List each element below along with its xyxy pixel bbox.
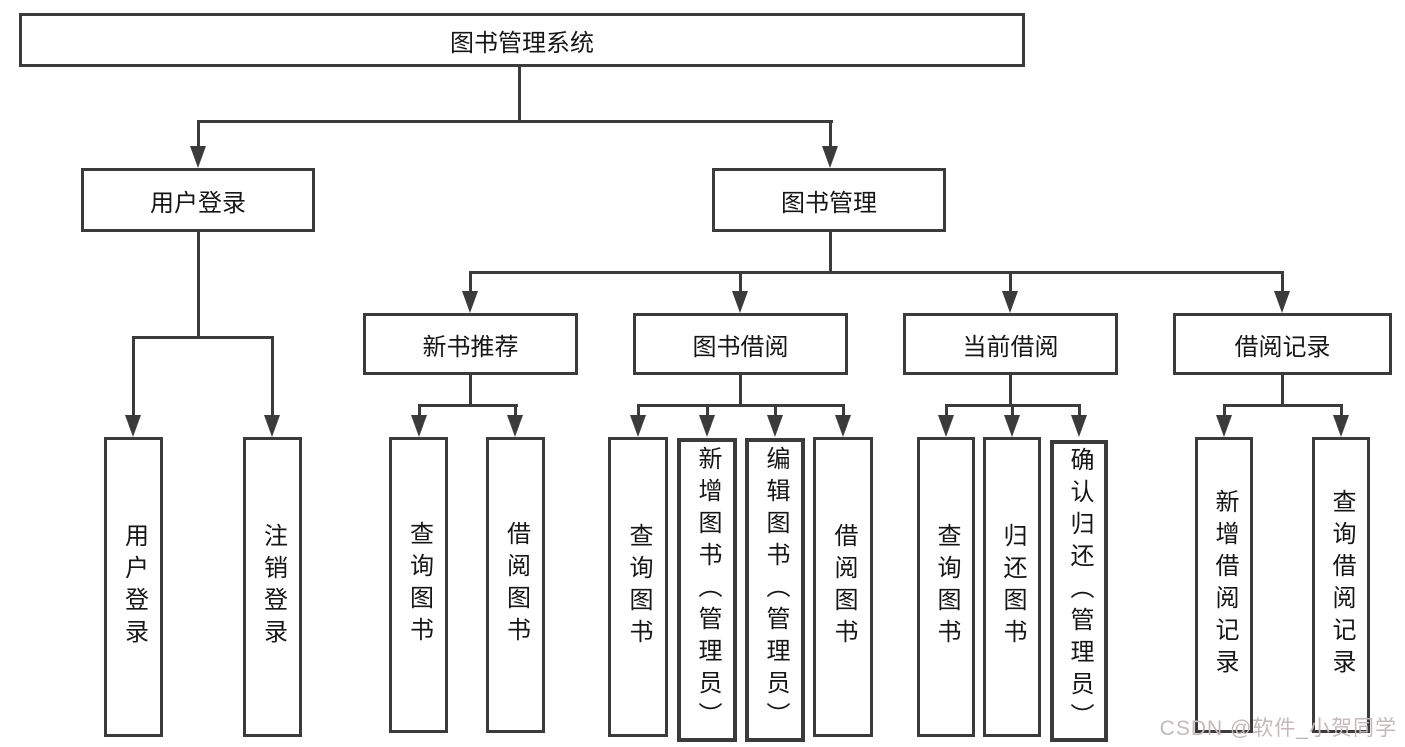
node-borrow-records-label: 借阅记录 <box>1234 333 1331 361</box>
node-root-label: 图书管理系统 <box>450 29 594 57</box>
leaf-query-borrow-record: 查询借阅记录 <box>1312 437 1370 733</box>
line-segment <box>418 404 421 417</box>
leaf-return-book: 归还图书 <box>983 437 1041 737</box>
line-segment <box>197 232 200 339</box>
line-segment <box>1223 404 1226 417</box>
line-segment <box>132 336 274 339</box>
arrowhead-down-icon <box>1071 415 1087 437</box>
line-segment <box>514 404 517 417</box>
line-segment <box>1281 375 1284 407</box>
line-segment <box>1009 271 1012 293</box>
node-user-login: 用户登录 <box>81 168 315 232</box>
leaf-return-book-label: 归还图书 <box>999 523 1026 651</box>
line-segment <box>637 404 640 417</box>
node-book-borrow: 图书借阅 <box>633 313 848 375</box>
arrowhead-down-icon <box>699 415 715 437</box>
line-segment <box>1078 404 1081 417</box>
arrowhead-down-icon <box>190 146 206 168</box>
line-segment <box>469 375 472 407</box>
line-segment <box>945 404 948 417</box>
leaf-query-books-recommend: 查询图书 <box>389 437 448 733</box>
line-segment <box>1011 404 1014 417</box>
csdn-watermark: CSDN @软件_小贺同学 <box>1159 717 1397 740</box>
leaf-borrow-books-recommend-label: 借阅图书 <box>502 521 530 649</box>
arrowhead-down-icon <box>462 291 478 313</box>
leaf-query-books-borrow-label: 查询图书 <box>625 523 652 651</box>
node-new-book-recommend-label: 新书推荐 <box>422 333 519 361</box>
line-segment <box>418 404 518 407</box>
arrowhead-down-icon <box>1333 415 1349 437</box>
arrowhead-down-icon <box>264 415 280 437</box>
arrowhead-down-icon <box>125 415 141 437</box>
leaf-add-book-admin-label: 新增图书（管理员） <box>694 446 721 734</box>
line-segment <box>774 404 777 417</box>
leaf-query-books-current: 查询图书 <box>917 437 975 737</box>
line-segment <box>1281 271 1284 293</box>
arrowhead-down-icon <box>630 415 646 437</box>
leaf-logout-label: 注销登录 <box>259 523 287 651</box>
arrowhead-down-icon <box>767 415 783 437</box>
arrowhead-down-icon <box>1216 415 1232 437</box>
line-segment <box>1223 404 1343 407</box>
node-user-login-label: 用户登录 <box>150 189 246 217</box>
leaf-edit-book-admin: 编辑图书（管理员） <box>745 438 805 742</box>
arrowhead-down-icon <box>732 291 748 313</box>
node-current-borrow-label: 当前借阅 <box>962 333 1059 361</box>
leaf-add-borrow-record-label: 新增借阅记录 <box>1211 489 1238 681</box>
leaf-add-book-admin: 新增图书（管理员） <box>677 438 737 742</box>
line-segment <box>518 67 521 123</box>
line-segment <box>842 404 845 417</box>
line-segment <box>829 120 832 148</box>
arrowhead-down-icon <box>507 415 523 437</box>
node-current-borrow: 当前借阅 <box>903 313 1118 375</box>
arrowhead-down-icon <box>411 415 427 437</box>
line-segment <box>739 375 742 407</box>
leaf-borrow-books-label: 借阅图书 <box>830 523 857 651</box>
node-borrow-records: 借阅记录 <box>1173 313 1392 375</box>
leaf-confirm-return-admin-label: 确认归还（管理员） <box>1066 447 1093 735</box>
arrowhead-down-icon <box>822 146 838 168</box>
line-segment <box>469 271 472 293</box>
leaf-user-login-label: 用户登录 <box>120 523 148 651</box>
node-book-management-label: 图书管理 <box>781 189 877 217</box>
arrowhead-down-icon <box>1002 291 1018 313</box>
line-segment <box>829 232 832 274</box>
leaf-query-books-borrow: 查询图书 <box>608 437 668 737</box>
leaf-query-borrow-record-label: 查询借阅记录 <box>1328 489 1355 681</box>
arrowhead-down-icon <box>835 415 851 437</box>
leaf-add-borrow-record: 新增借阅记录 <box>1195 437 1253 733</box>
line-segment <box>197 120 200 148</box>
arrowhead-down-icon <box>1274 291 1290 313</box>
leaf-edit-book-admin-label: 编辑图书（管理员） <box>762 446 789 734</box>
line-segment <box>637 404 845 407</box>
arrowhead-down-icon <box>1004 415 1020 437</box>
node-new-book-recommend: 新书推荐 <box>363 313 578 375</box>
leaf-borrow-books-recommend: 借阅图书 <box>486 437 545 733</box>
leaf-borrow-books: 借阅图书 <box>813 437 873 737</box>
node-book-management: 图书管理 <box>712 168 946 232</box>
leaf-query-books-current-label: 查询图书 <box>933 523 960 651</box>
leaf-confirm-return-admin: 确认归还（管理员） <box>1050 440 1108 742</box>
arrowhead-down-icon <box>938 415 954 437</box>
node-root: 图书管理系统 <box>19 13 1025 67</box>
leaf-logout: 注销登录 <box>243 437 302 737</box>
node-book-borrow-label: 图书借阅 <box>692 333 789 361</box>
line-segment <box>1009 375 1012 407</box>
line-segment <box>132 336 135 416</box>
leaf-query-books-recommend-label: 查询图书 <box>405 521 433 649</box>
line-segment <box>1340 404 1343 417</box>
line-segment <box>197 120 833 123</box>
line-segment <box>739 271 742 293</box>
leaf-user-login: 用户登录 <box>104 437 163 737</box>
line-segment <box>469 271 1284 274</box>
line-segment <box>706 404 709 417</box>
line-segment <box>271 336 274 416</box>
